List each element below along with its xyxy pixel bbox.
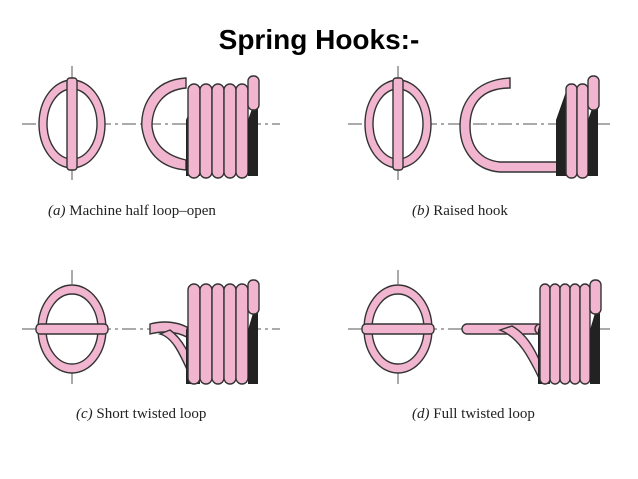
caption-c-letter: (c) (76, 406, 93, 422)
slide-title: Spring Hooks:- (218, 24, 420, 55)
caption-b-letter: (b) (412, 203, 430, 219)
coil-body (556, 75, 600, 179)
figure-d (348, 270, 610, 388)
caption-c-text: Short twisted loop (92, 406, 207, 422)
hook-raised (459, 77, 561, 173)
caption-b-text: Raised hook (429, 203, 508, 219)
caption-c: (c) Short twisted loop (76, 406, 206, 423)
caption-d-text: Full twisted loop (429, 406, 535, 422)
hook-half-loop (141, 77, 187, 171)
figure-c (22, 270, 280, 388)
caption-a-text: Machine half loop–open (65, 203, 216, 219)
coil-body (186, 75, 260, 179)
caption-d: (d) Full twisted loop (412, 406, 535, 423)
figure-b (348, 66, 610, 182)
figure-a (22, 66, 280, 182)
caption-a: (a) Machine half loop–open (48, 203, 216, 220)
caption-d-letter: (d) (412, 406, 430, 422)
end-view-ring (361, 284, 435, 374)
end-view-ring (364, 77, 432, 171)
end-view-ring (38, 77, 106, 171)
caption-b: (b) Raised hook (412, 203, 508, 220)
caption-a-letter: (a) (48, 203, 66, 219)
coil-body (538, 279, 602, 385)
coil-body (186, 279, 260, 385)
end-view-ring (35, 284, 109, 374)
hook-full-twist (461, 323, 550, 381)
